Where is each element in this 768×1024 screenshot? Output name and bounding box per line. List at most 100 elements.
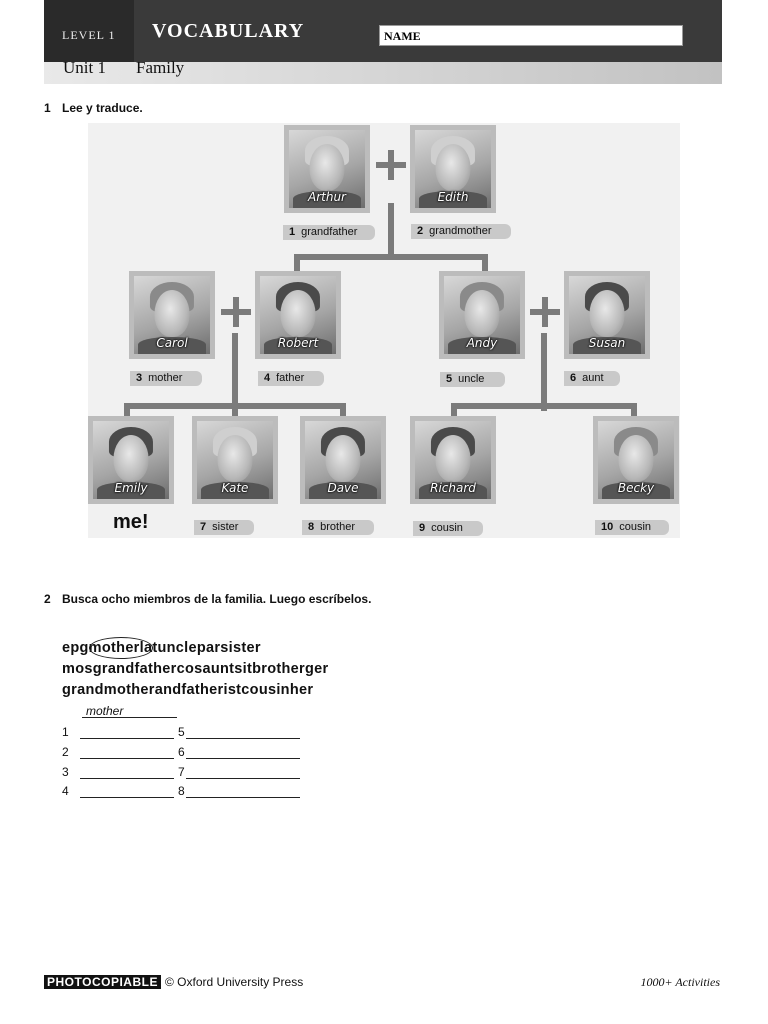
unit-name: Family <box>136 58 185 77</box>
name-field[interactable]: NAME <box>379 25 683 46</box>
relation-word: mother <box>148 372 183 384</box>
photo-dave: Dave <box>300 416 386 504</box>
answer-blank[interactable] <box>80 778 174 779</box>
photo-andy: Andy <box>439 271 525 359</box>
relation-number: 5 <box>446 373 453 385</box>
relation-label: 2 grandmother <box>411 224 511 239</box>
relation-number: 7 <box>200 521 207 533</box>
relation-label: 8 brother <box>302 520 374 535</box>
relation-number: 6 <box>570 372 577 384</box>
answer-blank[interactable] <box>80 738 174 739</box>
relation-number: 1 <box>289 226 296 238</box>
answer-number: 3 <box>62 765 69 779</box>
photo-richard: Richard <box>410 416 496 504</box>
person-name: Richard <box>430 481 476 495</box>
person-name: Arthur <box>308 190 346 204</box>
person-name: Becky <box>617 481 655 495</box>
answer-number: 4 <box>62 784 69 798</box>
me-label: me! <box>113 511 149 533</box>
photo-edith: Edith <box>410 125 496 213</box>
relation-number: 8 <box>308 521 315 533</box>
relation-number: 2 <box>417 225 424 237</box>
plus-icon <box>376 150 406 180</box>
unit-number: Unit 1 <box>63 58 106 77</box>
relation-word: cousin <box>431 522 463 534</box>
relation-word: father <box>276 372 305 384</box>
exercise-number: 2 <box>44 592 51 606</box>
photo-arthur: Arthur <box>284 125 370 213</box>
exercise-1-heading: 1 Lee y traduce. <box>44 101 143 115</box>
family-tree: Arthur Edith Carol Robert Andy Susan Emi… <box>88 123 680 538</box>
exercise-number: 1 <box>44 101 51 115</box>
word-search-line: grandmotherandfatheristcousinher <box>62 682 314 698</box>
level-label: LEVEL 1 <box>62 28 116 42</box>
tree-connector <box>124 403 130 418</box>
tree-connector <box>451 403 457 418</box>
relation-number: 9 <box>419 522 426 534</box>
tree-connector <box>340 403 346 418</box>
relation-label: 5 uncle <box>440 372 505 387</box>
exercise-instruction: Busca ocho miembros de la familia. Luego… <box>62 592 372 606</box>
relation-word: grandmother <box>429 225 492 237</box>
person-name: Susan <box>588 336 626 350</box>
name-label: NAME <box>384 29 421 43</box>
plus-icon <box>530 297 560 327</box>
header-bar: LEVEL 1 VOCABULARY NAME <box>44 0 722 62</box>
level-block <box>44 0 134 62</box>
copyright-text: © Oxford University Press <box>165 975 304 989</box>
answer-number: 8 <box>178 784 185 798</box>
photo-kate: Kate <box>192 416 278 504</box>
tree-connector <box>232 403 238 418</box>
relation-label: 1 grandfather <box>283 225 375 240</box>
relation-number: 3 <box>136 372 143 384</box>
photo-carol: Carol <box>129 271 215 359</box>
photocopiable-badge: PHOTOCOPIABLE <box>44 975 161 989</box>
answer-number: 2 <box>62 745 69 759</box>
tree-connector <box>388 203 394 258</box>
tree-connector <box>232 333 238 411</box>
tree-connector <box>451 403 637 409</box>
answer-blank[interactable] <box>186 778 300 779</box>
person-name: Robert <box>277 336 319 350</box>
answer-blank[interactable] <box>80 797 174 798</box>
relation-word: uncle <box>458 373 485 385</box>
relation-label: 3 mother <box>130 371 202 386</box>
answer-blank[interactable] <box>186 797 300 798</box>
person-name: Kate <box>221 481 249 495</box>
unit-band <box>44 62 722 84</box>
relation-word: grandfather <box>301 226 358 238</box>
tree-connector <box>631 403 637 418</box>
photo-robert: Robert <box>255 271 341 359</box>
example-answer-line <box>82 717 177 718</box>
plus-icon <box>221 297 251 327</box>
tree-connector <box>541 333 547 411</box>
person-name: Edith <box>437 190 469 204</box>
answer-number: 6 <box>178 745 185 759</box>
answer-number: 1 <box>62 725 69 739</box>
person-name: Dave <box>327 481 359 495</box>
photo-susan: Susan <box>564 271 650 359</box>
tree-connector <box>294 254 488 260</box>
example-answer: mother <box>86 704 124 718</box>
relation-word: cousin <box>619 521 652 533</box>
photo-emily: Emily <box>88 416 174 504</box>
tree-connector <box>482 254 488 271</box>
relation-word: brother <box>320 521 355 533</box>
word-search-line: mosgrandfathercosauntsitbrotherger <box>62 661 329 677</box>
relation-number: 4 <box>264 372 271 384</box>
relation-label: 4 father <box>258 371 324 386</box>
relation-label: 9 cousin <box>413 521 483 536</box>
exercise-2-heading: 2 Busca ocho miembros de la familia. Lueg… <box>44 592 371 606</box>
series-title: 1000+ Activities <box>640 975 720 989</box>
answer-number: 5 <box>178 725 185 739</box>
exercise-instruction: Lee y traduce. <box>62 101 143 115</box>
page-title: VOCABULARY <box>152 20 305 42</box>
answer-blank[interactable] <box>186 738 300 739</box>
person-name: Carol <box>156 336 188 350</box>
person-name: Andy <box>466 336 498 350</box>
answer-blank[interactable] <box>80 758 174 759</box>
answer-blank[interactable] <box>186 758 300 759</box>
